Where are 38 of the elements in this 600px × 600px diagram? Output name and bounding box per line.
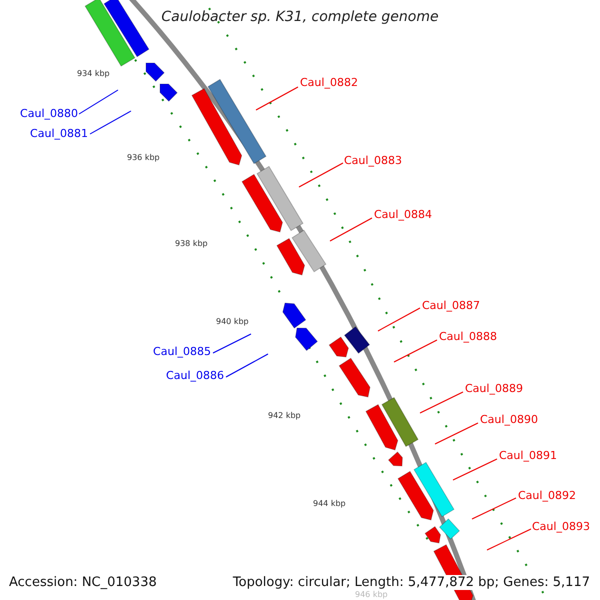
leader-line	[394, 340, 438, 362]
leader-line	[90, 110, 132, 134]
gene-label: Caul_0882	[300, 77, 358, 88]
axis-tick-label: 934 kbp	[77, 70, 110, 78]
axis-tick-label: 938 kbp	[175, 240, 208, 248]
gene-label: Caul_0884	[374, 209, 432, 220]
leader-line	[434, 422, 478, 444]
gene-label: Caul_0881	[30, 128, 88, 139]
title: Caulobacter sp. K31, complete genome	[160, 10, 440, 24]
accession-text: Accession: NC_010338	[9, 575, 157, 590]
gene-label: Caul_0883	[344, 155, 402, 166]
gene-label: Caul_0888	[439, 331, 497, 342]
gene-label: Caul_0892	[518, 490, 576, 501]
gene-label: Caul_0890	[480, 414, 538, 425]
axis-tick-label: 940 kbp	[216, 318, 249, 326]
leader-line	[472, 498, 516, 520]
leader-line	[212, 334, 252, 354]
axis-tick-label: 946 kbp	[355, 591, 388, 599]
gene-label: Caul_0880	[20, 108, 78, 119]
leader-line	[420, 392, 464, 414]
gene-label: Caul_0886	[166, 370, 224, 381]
axis-tick-label: 936 kbp	[127, 154, 160, 162]
leader-line	[378, 308, 420, 332]
leader-line	[330, 218, 372, 242]
leader-line	[226, 354, 268, 378]
genome-summary-text: Topology: circular; Length: 5,477,872 bp; Genes: 5,117	[232, 575, 590, 590]
leader-line	[452, 458, 498, 480]
leader-line	[486, 528, 532, 550]
axis-tick-label: 942 kbp	[268, 412, 301, 420]
gene-label: Caul_0893	[532, 521, 590, 532]
gene-label: Caul_0887	[422, 300, 480, 311]
axis-tick-label: 944 kbp	[313, 500, 346, 508]
leader-line	[298, 162, 344, 188]
gene-label: Caul_0889	[465, 383, 523, 394]
gene-label: Caul_0885	[153, 346, 211, 357]
gene-label: Caul_0891	[499, 450, 557, 461]
leader-line	[78, 90, 118, 114]
leader-line	[256, 86, 298, 110]
